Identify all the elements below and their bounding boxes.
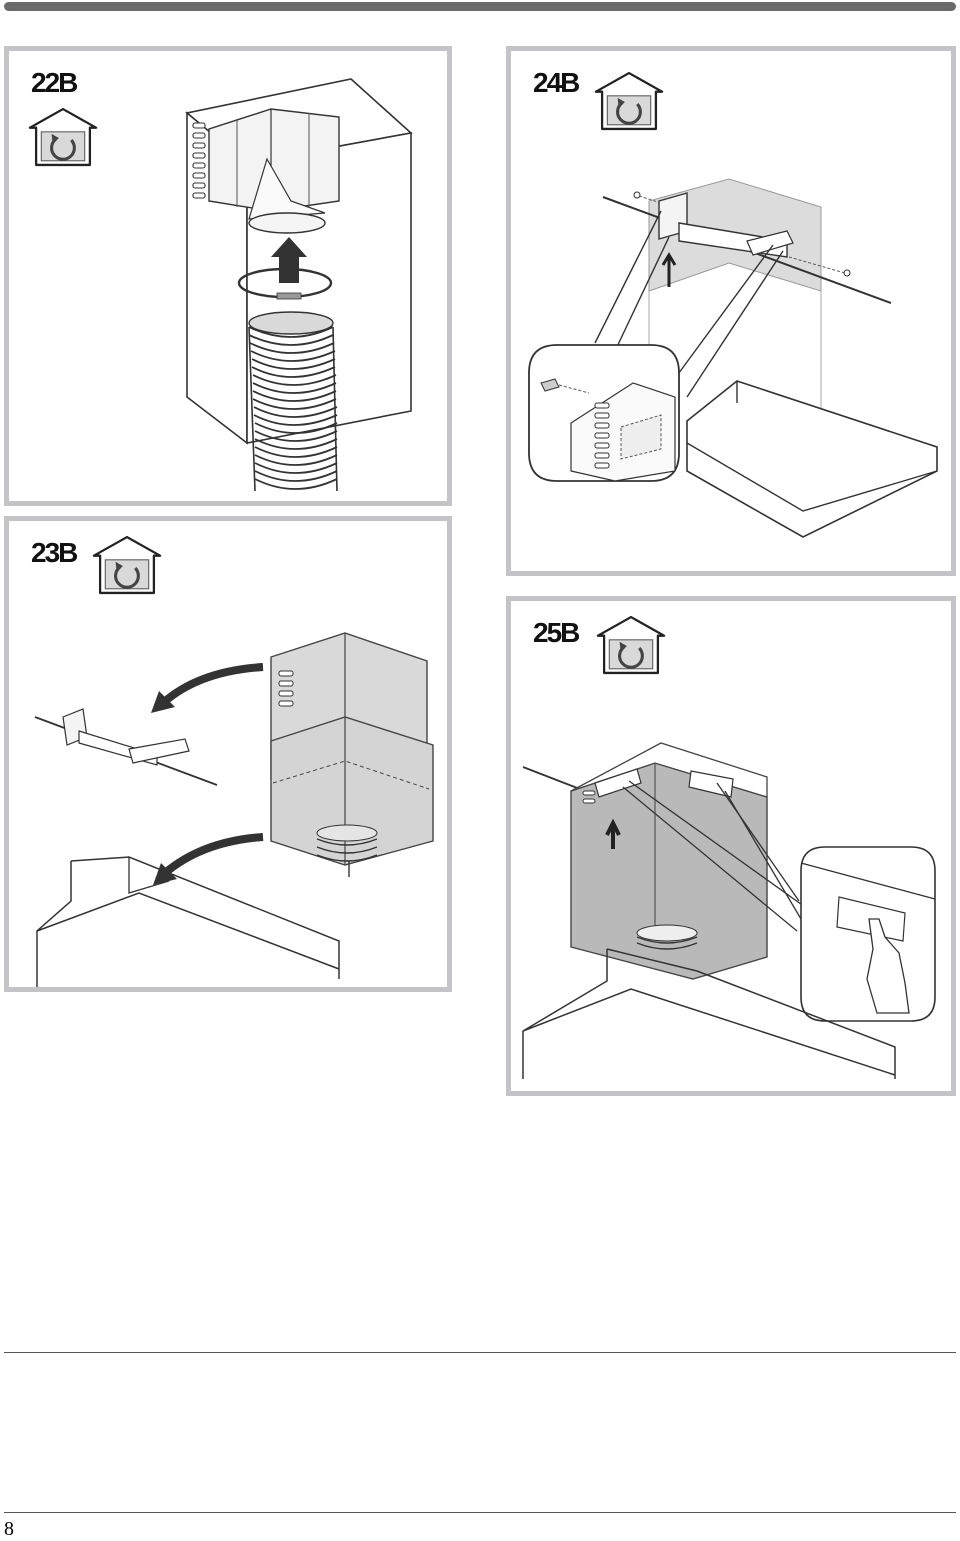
header-bar xyxy=(4,2,956,11)
step-25b-label: 25B xyxy=(533,617,580,648)
bracket-fixing-illustration xyxy=(528,178,938,538)
step-23b-panel: 23B xyxy=(4,516,452,992)
step-22b-panel: 22B xyxy=(4,46,452,506)
step-24b-label: 24B xyxy=(533,67,580,98)
chimney-tape-removal-illustration xyxy=(522,742,936,1079)
footer-rule-lower xyxy=(4,1512,956,1513)
duct-connection-illustration xyxy=(185,78,413,492)
step-23b-label: 23B xyxy=(31,537,78,568)
step-24b-panel: 24B xyxy=(506,46,956,576)
page-number: 8 xyxy=(4,1518,14,1540)
step-22b-label: 22B xyxy=(31,67,78,98)
footer-rule-upper xyxy=(4,1352,956,1353)
chimney-mounting-illustration xyxy=(34,632,434,987)
step-25b-panel: 25B xyxy=(506,596,956,1096)
